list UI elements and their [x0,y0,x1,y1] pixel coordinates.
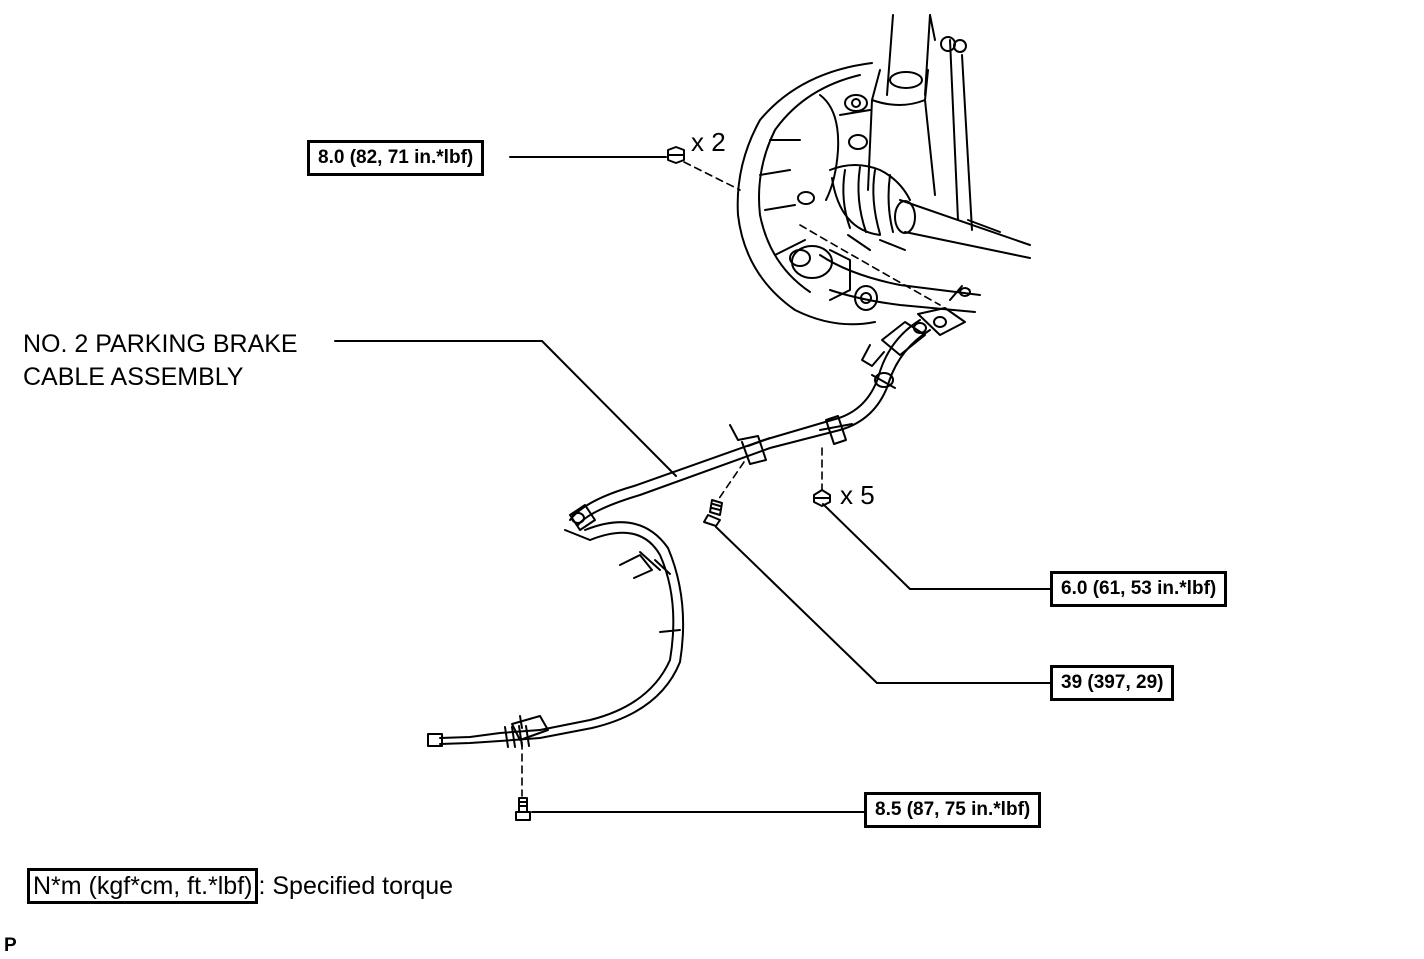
torque-spec-bracket-bolt: 39 (397, 29) [1050,665,1175,701]
torque-spec-lower-bolt: 8.5 (87, 75 in.*lbf) [864,792,1042,828]
lower-bolt-icon [515,797,531,821]
legend-unit-box: N*m (kgf*cm, ft.*lbf) [27,868,259,904]
part-name-line2: CABLE ASSEMBLY [23,363,244,391]
torque-value: 6.0 (61, 53 in.*lbf) [1061,578,1217,599]
strut-knuckle-assembly [736,14,1031,326]
leader-torque-39 [715,526,1053,684]
upper-nut-icon [667,146,685,164]
bracket-bolt-icon [703,499,723,527]
leader-part-label [334,340,677,477]
torque-legend: N*m (kgf*cm, ft.*lbf): Specified torque [27,868,453,904]
quantity-upper-nuts: x 2 [691,127,726,157]
parking-brake-cable [427,285,971,748]
leader-torque-6-0 [822,503,1053,590]
legend-description: : Specified torque [258,872,454,900]
alignment-lines [521,161,941,797]
torque-spec-upper-nut: 8.0 (82, 71 in.*lbf) [307,140,485,176]
torque-value: 39 (397, 29) [1061,672,1164,693]
part-name-line1: NO. 2 PARKING BRAKE [23,330,298,358]
clamp-nut-icon [813,489,831,507]
quantity-clamp-nuts: x 5 [840,480,875,510]
leader-lines [334,156,1053,813]
torque-spec-clamp-nut: 6.0 (61, 53 in.*lbf) [1050,571,1228,607]
torque-value: 8.5 (87, 75 in.*lbf) [875,799,1031,820]
torque-value: 8.0 (82, 71 in.*lbf) [318,147,474,168]
figure-reference: P [4,935,17,956]
